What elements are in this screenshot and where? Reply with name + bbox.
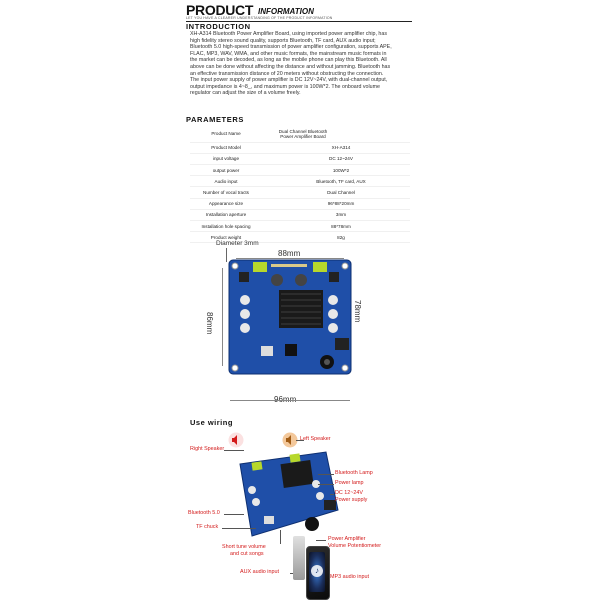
table-row: input voltage DC 12~24V — [190, 154, 410, 165]
param-value: Dual Channel Bluetooth Power Amplifier B… — [278, 128, 328, 139]
leader-line — [296, 440, 304, 441]
parameters-title: PARAMETERS — [186, 115, 244, 124]
param-key: Appearance size — [208, 201, 244, 207]
table-row: Audio input Bluetooth, TF card, AUX — [190, 176, 410, 188]
table-row: Number of vocal tracts Dual Channel — [190, 187, 410, 199]
label-right-speaker: Right Speaker — [190, 446, 225, 452]
param-value: Bluetooth, TF card, AUX — [316, 178, 366, 184]
header-subtitle: INFORMATION — [258, 7, 314, 16]
param-key: Product Model — [211, 145, 241, 151]
label-tf-chuck: TF chuck — [196, 524, 219, 530]
label-power-lamp: Power lamp — [335, 480, 364, 486]
param-value: 88*78mm — [331, 223, 351, 229]
leader-line — [224, 514, 244, 515]
leader-line — [316, 540, 326, 541]
label-short-tune-1: Short tune volume — [222, 544, 266, 550]
label-pot-1: Power Amplifier — [328, 536, 366, 542]
table-row: Appearance size 96*88*20mm — [190, 199, 410, 210]
wiring-board-photo — [239, 451, 339, 537]
label-short-tune-2: and cut songs — [230, 551, 264, 557]
param-value: Dual Channel — [327, 189, 355, 195]
leader-line — [222, 528, 256, 529]
diameter-label: Diameter 3mm — [216, 240, 259, 247]
header-title: PRODUCT — [186, 2, 254, 18]
param-value: 96*88*20mm — [327, 201, 355, 207]
param-key: input voltage — [212, 156, 240, 162]
label-bluetooth-lamp: Bluetooth Lamp — [335, 470, 373, 476]
param-value: 82g — [337, 234, 345, 240]
amplifier-board-photo — [228, 259, 352, 375]
music-note-icon: ♪ — [311, 565, 323, 577]
param-value: XH-A314 — [331, 145, 351, 151]
diameter-leader — [226, 248, 227, 262]
leader-line — [224, 450, 244, 451]
leader-line — [318, 484, 334, 485]
label-dc-power-1: DC 12~24V — [335, 490, 364, 496]
leader-line — [330, 494, 334, 495]
header-tagline: LET YOU HAVE A CLEARER UNDERSTANDING OF … — [186, 16, 333, 20]
intro-text: XH-A314 Bluetooth Power Amplifier Board,… — [190, 31, 392, 97]
table-row: Product Name Dual Channel Bluetooth Power… — [190, 126, 410, 143]
left-speaker-icon — [282, 432, 298, 448]
param-key: Number of vocal tracts — [203, 189, 249, 195]
param-key: Installation hole spacing — [201, 223, 251, 229]
dim-bottom-line — [230, 400, 350, 401]
label-left-speaker: Left Speaker — [300, 436, 331, 442]
leader-line — [280, 530, 281, 544]
dim-top: 88mm — [278, 249, 301, 258]
table-row: Product weight 82g — [190, 232, 410, 244]
param-key: Product Name — [211, 131, 241, 137]
param-value: 100W*2 — [332, 167, 350, 173]
param-key: output power — [212, 167, 240, 173]
dim-bottom: 96mm — [274, 395, 297, 404]
label-aux: AUX audio input — [240, 569, 279, 575]
param-value: DC 12~24V — [329, 156, 353, 162]
param-key: Installation aperture — [205, 212, 247, 218]
intro-title: INTRODUCTION — [186, 22, 251, 31]
right-speaker-icon — [228, 432, 244, 448]
leader-line — [318, 474, 334, 475]
table-row: Product Model XH-A314 — [190, 143, 410, 154]
aux-device — [293, 536, 305, 580]
table-row: Installation aperture 3mm — [190, 210, 410, 221]
label-dc-power-2: Power supply — [335, 497, 368, 503]
leader-line — [290, 573, 294, 574]
label-bluetooth-5: Bluetooth 5.0 — [188, 510, 220, 516]
param-value: 3mm — [335, 212, 347, 218]
dim-left: 86mm — [205, 312, 214, 335]
param-key: Product weight — [210, 234, 242, 240]
label-mp3: MP3 audio input — [330, 574, 369, 580]
wiring-title: Use wiring — [190, 418, 233, 427]
header-divider — [186, 21, 412, 22]
label-pot-2: Volume Potentiometer — [328, 543, 382, 549]
table-row: Installation hole spacing 88*78mm — [190, 221, 410, 233]
dim-top-line — [236, 258, 344, 259]
table-row: output power 100W*2 — [190, 165, 410, 177]
dim-left-line — [222, 268, 223, 366]
parameters-table: Product Name Dual Channel Bluetooth Power… — [190, 126, 410, 244]
param-key: Audio input — [214, 178, 238, 184]
